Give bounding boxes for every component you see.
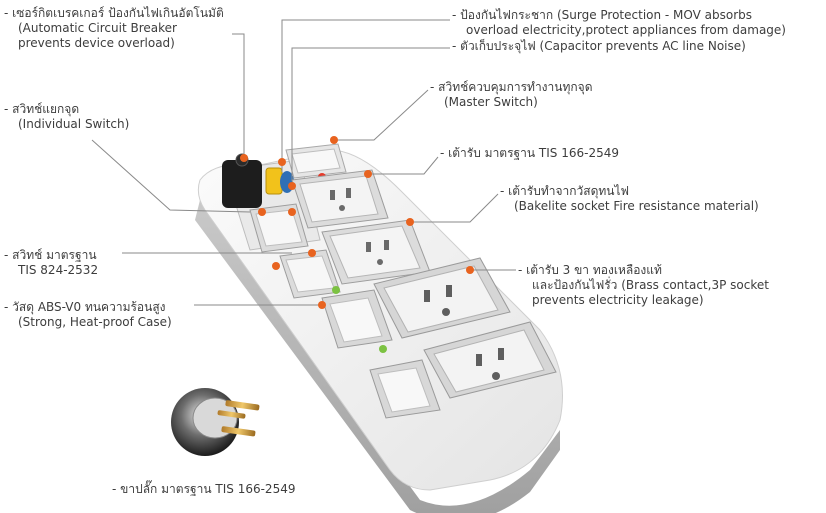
individual-switch-1 <box>249 203 309 253</box>
callout-brass-line-1: - เต้ารับ 3 ขา ทองเหลืองแท้ <box>518 263 662 277</box>
individual-switch-4 <box>369 359 441 419</box>
callout-master-switch-line-1: - สวิทช์ควบคุมการทำงานทุกจุด <box>430 80 593 94</box>
callout-brass-line-2: และป้องกันไฟรั่ว (Brass contact,3P socke… <box>532 278 769 292</box>
callout-individual-switch: - สวิทช์แยกจุด (Individual Switch) <box>4 102 129 132</box>
socket-top-1 <box>291 169 389 229</box>
callout-abs-case-line-2: (Strong, Heat-proof Case) <box>18 315 172 329</box>
callout-plug-line-1: - ขาปลั๊ก มาตรฐาน TIS 166-2549 <box>112 482 296 496</box>
callout-breaker: - เซอร์กิตเบรคเกอร์ ป้องกันไฟเกินอัตโนมั… <box>4 6 224 51</box>
socket-brass-1 <box>373 257 511 339</box>
circuit-breaker <box>222 153 262 208</box>
capacitor <box>265 167 283 195</box>
callout-switch-standard-line-2: TIS 824-2532 <box>18 263 99 277</box>
callout-switch-standard-line-1: - สวิทช์ มาตรฐาน <box>4 248 97 262</box>
callout-master-switch: - สวิทช์ควบคุมการทำงานทุกจุด (Master Swi… <box>430 80 592 110</box>
socket-top-2 <box>321 219 431 285</box>
callout-bakelite: - เต้ารับทำจากวัสดุทนไฟ (Bakelite socket… <box>500 184 759 214</box>
callout-bakelite-line-2: (Bakelite socket Fire resistance materia… <box>514 199 759 213</box>
callout-surge-line-2: overload electricity,protect appliances … <box>466 23 786 37</box>
callout-capacitor-line-1: - ตัวเก็บประจุไฟ (Capacitor prevents AC … <box>452 39 746 53</box>
callout-plug: - ขาปลั๊ก มาตรฐาน TIS 166-2549 <box>112 482 295 497</box>
individual-switch-2 <box>279 249 341 299</box>
callout-brass-line-3: prevents electricity leakage) <box>532 293 704 307</box>
master-switch <box>285 143 347 179</box>
callout-abs-case: - วัสดุ ABS-V0 ทนความร้อนสูง (Strong, He… <box>4 300 172 330</box>
leader-lines <box>91 19 516 306</box>
callout-surge: - ป้องกันไฟกระชาก (Surge Protection - MO… <box>452 8 786 38</box>
callout-socket-standard-line-1: - เต้ารับ มาตรฐาน TIS 166-2549 <box>440 146 619 160</box>
callout-brass: - เต้ารับ 3 ขา ทองเหลืองแท้ และป้องกันไฟ… <box>518 263 769 308</box>
callout-dots <box>240 136 474 309</box>
callout-breaker-line-3: prevents device overload) <box>18 36 175 50</box>
led-2 <box>379 345 387 353</box>
callout-abs-case-line-1: - วัสดุ ABS-V0 ทนความร้อนสูง <box>4 300 166 314</box>
callout-bakelite-line-1: - เต้ารับทำจากวัสดุทนไฟ <box>500 184 630 198</box>
callout-socket-standard: - เต้ารับ มาตรฐาน TIS 166-2549 <box>440 146 619 161</box>
callout-breaker-line-2: (Automatic Circuit Breaker <box>18 21 177 35</box>
callout-individual-switch-line-2: (Individual Switch) <box>18 117 130 131</box>
callout-capacitor: - ตัวเก็บประจุไฟ (Capacitor prevents AC … <box>452 39 746 54</box>
led-1 <box>332 286 340 294</box>
socket-brass-2 <box>423 321 557 399</box>
callout-master-switch-line-2: (Master Switch) <box>444 95 538 109</box>
individual-switch-3 <box>321 289 393 349</box>
callout-breaker-line-1: - เซอร์กิตเบรคเกอร์ ป้องกันไฟเกินอัตโนมั… <box>4 6 224 20</box>
callout-surge-line-1: - ป้องกันไฟกระชาก (Surge Protection - MO… <box>452 8 753 22</box>
plug-illustration <box>171 388 260 456</box>
callout-individual-switch-line-1: - สวิทช์แยกจุด <box>4 102 80 116</box>
callout-switch-standard: - สวิทช์ มาตรฐาน TIS 824-2532 <box>4 248 98 278</box>
